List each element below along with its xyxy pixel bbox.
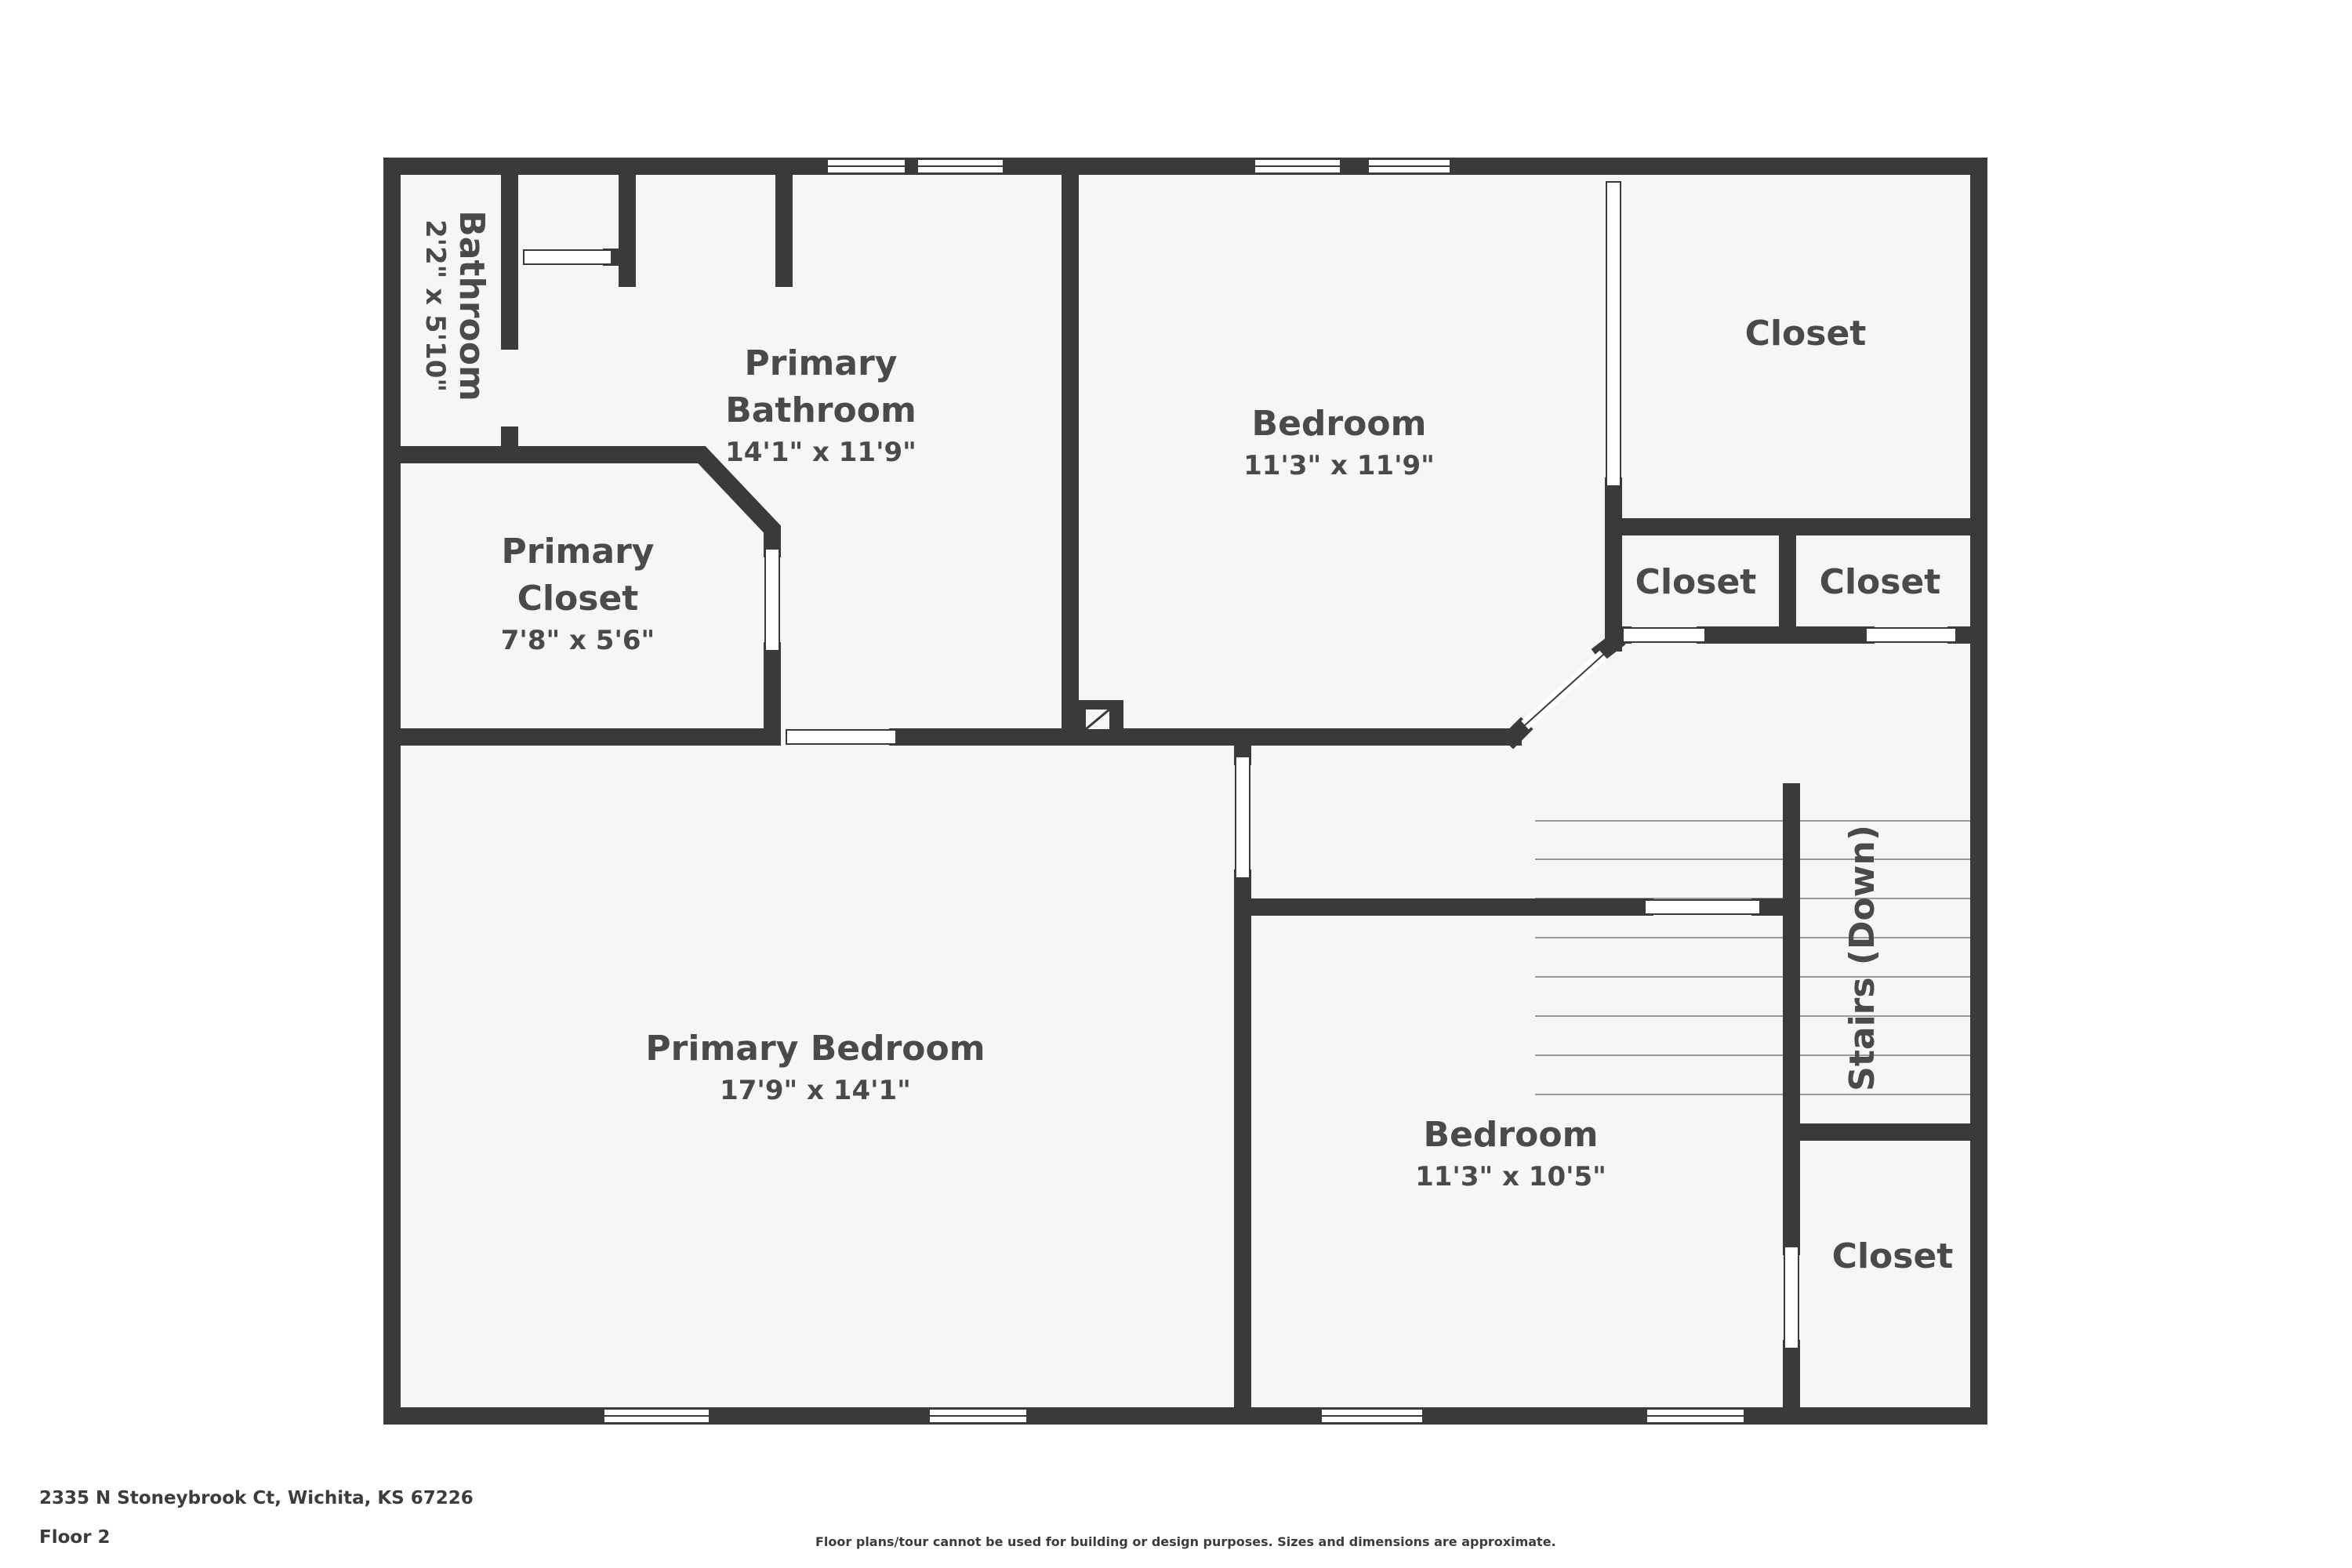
address-text: 2335 N Stoneybrook Ct, Wichita, KS 67226 [39, 1488, 474, 1508]
room-closet-small-right: Closet [1820, 562, 1941, 602]
primary-closet-name-2: Closet [517, 579, 639, 619]
primary-bedroom-name: Primary Bedroom [645, 1029, 985, 1069]
closet-small-left-name: Closet [1635, 562, 1757, 602]
room-primary-bathroom: Primary Bathroom 14'1" x 11'9" [725, 343, 916, 468]
bedroom-top-dims: 11'3" x 11'9" [1243, 450, 1435, 481]
bedroom-bottom-name: Bedroom [1424, 1115, 1599, 1155]
primary-closet-dims: 7'8" x 5'6" [501, 625, 655, 656]
walls [383, 158, 1987, 1425]
floor-label: Floor 2 [39, 1527, 111, 1548]
primary-bedroom-dims: 17'9" x 14'1" [720, 1075, 911, 1106]
room-bathroom: Bathroom 2'2" x 5'10" [419, 210, 492, 401]
bathroom-dims: 2'2" x 5'10" [419, 220, 451, 392]
windows [603, 158, 1745, 1424]
room-primary-closet: Primary Closet 7'8" x 5'6" [501, 532, 655, 656]
bathroom-name: Bathroom [452, 210, 492, 401]
primary-bathroom-name-1: Primary [745, 343, 898, 383]
room-closet-bottom-right: Closet [1832, 1236, 1954, 1276]
closet-bottom-right-name: Closet [1832, 1236, 1954, 1276]
primary-closet-name-1: Primary [502, 532, 655, 572]
closet-small-right-name: Closet [1820, 562, 1941, 602]
bedroom-top-name: Bedroom [1252, 404, 1427, 444]
primary-bathroom-dims: 14'1" x 11'9" [725, 437, 916, 468]
chimney-box [1076, 700, 1123, 737]
room-closet-top-right: Closet [1745, 314, 1867, 354]
closet-top-right-name: Closet [1745, 314, 1867, 354]
room-closet-small-left: Closet [1635, 562, 1757, 602]
stairs-name: Stairs (Down) [1842, 825, 1882, 1091]
door-openings [523, 181, 1957, 1349]
room-bedroom-top: Bedroom 11'3" x 11'9" [1243, 404, 1435, 481]
disclaimer-text: Floor plans/tour cannot be used for buil… [815, 1534, 1556, 1549]
room-primary-bedroom: Primary Bedroom 17'9" x 14'1" [645, 1029, 985, 1106]
bedroom-bottom-dims: 11'3" x 10'5" [1415, 1161, 1606, 1192]
stairs: Stairs (Down) [1842, 825, 1882, 1091]
room-bedroom-bottom: Bedroom 11'3" x 10'5" [1415, 1115, 1606, 1192]
primary-bathroom-name-2: Bathroom [725, 390, 916, 430]
floor-areas [392, 166, 1979, 1416]
